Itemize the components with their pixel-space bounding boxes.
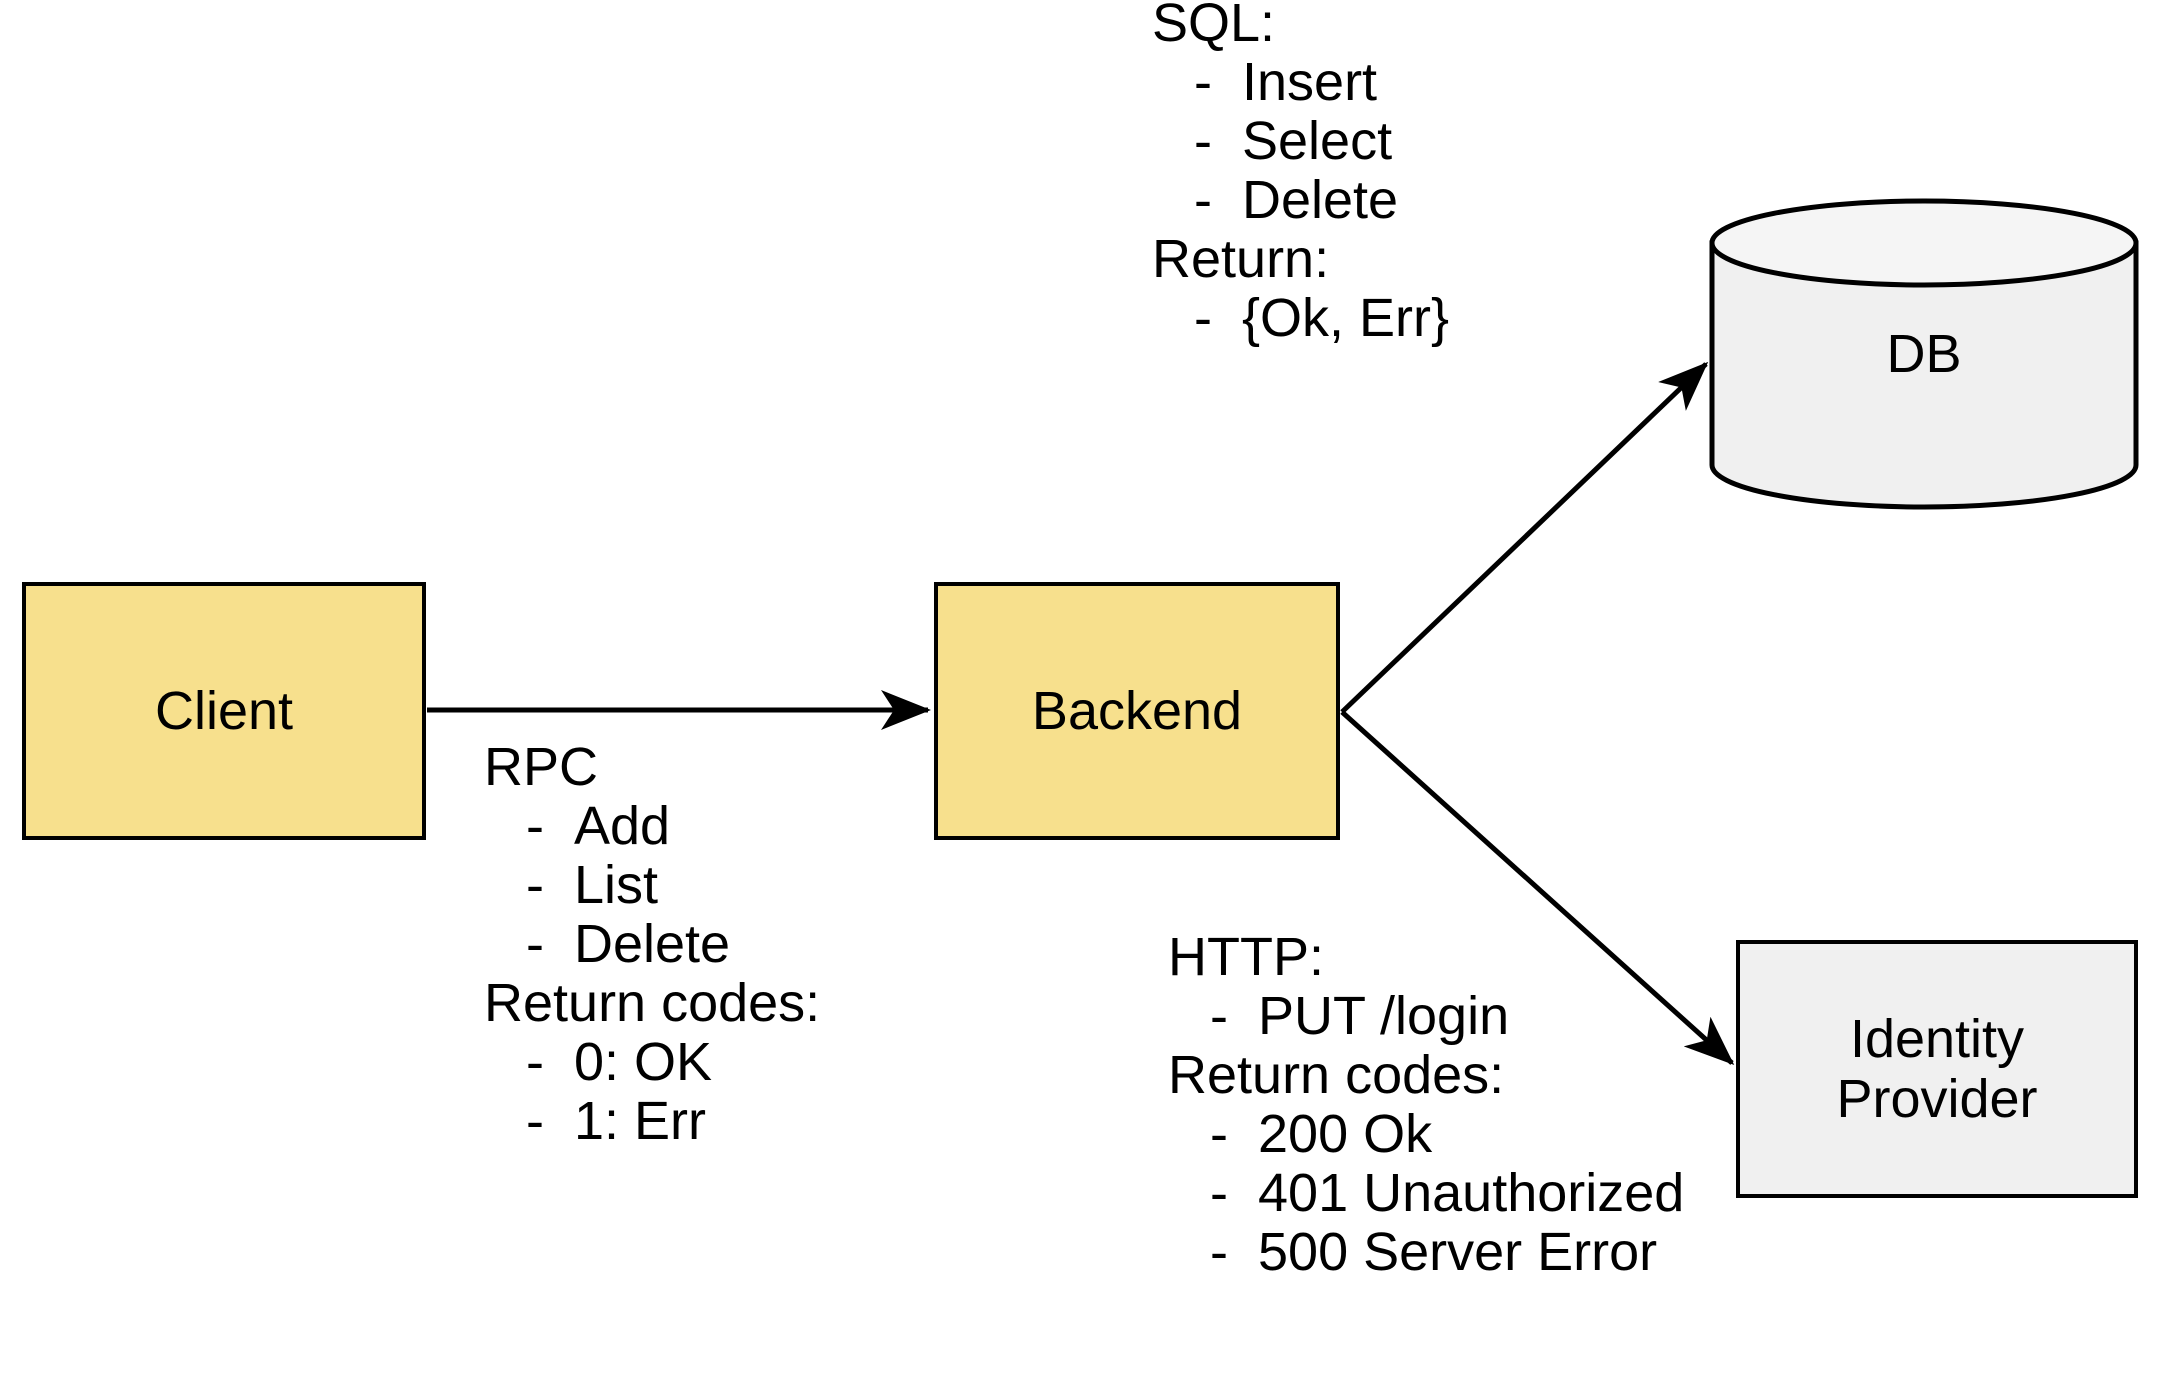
annotation-http-item-label: PUT /login	[1258, 986, 1510, 1047]
bullet-dash-icon: -	[1210, 1163, 1228, 1224]
node-client[interactable]: Client	[22, 582, 426, 840]
node-identity-provider[interactable]: Identity Provider	[1736, 940, 2138, 1198]
annotation-sql-item-label: Select	[1242, 111, 1393, 172]
bullet-dash-icon: -	[1194, 111, 1212, 172]
annotation-rpc-item-label: Add	[574, 796, 671, 857]
annotation-rpc-heading: RPC	[484, 737, 599, 797]
annotation-http-return-heading: Return codes:	[1168, 1045, 1505, 1106]
annotation-sql-item-label: Delete	[1242, 170, 1399, 231]
node-client-label: Client	[154, 680, 294, 741]
annotation-http-item: -PUT /login	[1168, 986, 1684, 1048]
annotation-sql-return-item: -{Ok, Err}	[1152, 291, 1449, 350]
annotation-rpc-return-heading: Return codes:	[484, 973, 821, 1034]
node-backend-label: Backend	[1031, 680, 1243, 741]
node-db[interactable]: DB	[1709, 198, 2139, 510]
annotation-rpc-item: -Add	[484, 796, 820, 858]
annotation-rpc-return-item-label: 1: Err	[574, 1091, 707, 1152]
node-identity-provider-label-line2: Provider	[1836, 1069, 2038, 1129]
node-db-label-wrap: DB	[1709, 198, 2139, 510]
annotation-http-return-item-label: 200 Ok	[1258, 1104, 1433, 1165]
annotation-rpc-item-label: Delete	[574, 914, 731, 975]
annotation-sql-heading: SQL:	[1152, 0, 1276, 53]
annotation-sql-item: -Delete	[1152, 173, 1449, 232]
annotation-rpc-item: -Delete	[484, 917, 820, 976]
database-cylinder-icon	[1709, 198, 2139, 510]
bullet-dash-icon: -	[526, 914, 544, 975]
annotation-http-return-item: -401 Unauthorized	[1168, 1166, 1684, 1225]
annotation-sql-return-item-label: {Ok, Err}	[1242, 288, 1450, 349]
annotation-http-heading: HTTP:	[1168, 927, 1324, 987]
annotation-sql-item: -Select	[1152, 114, 1449, 173]
bullet-dash-icon: -	[526, 1091, 544, 1152]
annotation-rpc-item: -List	[484, 858, 820, 917]
annotation-sql-item: -Insert	[1152, 52, 1449, 114]
annotation-rpc: RPC -Add -List -Delete Return codes: -0:…	[484, 737, 821, 1154]
bullet-dash-icon: -	[1210, 1104, 1228, 1165]
bullet-dash-icon: -	[526, 855, 544, 916]
node-identity-provider-label: Identity Provider	[1836, 1009, 2037, 1130]
node-db-label: DB	[1886, 324, 1962, 384]
annotation-rpc-return-item: -0: OK	[484, 1035, 820, 1094]
annotation-http-return-item-label: 500 Server Error	[1258, 1222, 1658, 1283]
bullet-dash-icon: -	[1194, 170, 1212, 231]
annotation-sql-item-label: Insert	[1242, 52, 1378, 113]
bullet-dash-icon: -	[1194, 52, 1212, 113]
bullet-dash-icon: -	[1210, 986, 1228, 1047]
bullet-dash-icon: -	[526, 796, 544, 857]
edge-backend-to-db	[1340, 361, 1709, 714]
node-backend[interactable]: Backend	[934, 582, 1340, 840]
node-identity-provider-label-line1: Identity	[1849, 1008, 2025, 1069]
annotation-rpc-return-item: -1: Err	[484, 1094, 820, 1153]
bullet-dash-icon: -	[1194, 288, 1212, 349]
annotation-http-return-item: -200 Ok	[1168, 1107, 1684, 1166]
annotation-rpc-item-label: List	[574, 855, 659, 916]
bullet-dash-icon: -	[526, 1032, 544, 1093]
annotation-http-return-item-label: 401 Unauthorized	[1258, 1163, 1685, 1224]
bullet-dash-icon: -	[1210, 1222, 1228, 1283]
annotation-sql-return-heading: Return:	[1152, 229, 1330, 290]
annotation-sql: SQL: -Insert -Select -Delete Return: -{O…	[1152, 0, 1449, 350]
annotation-rpc-return-item-label: 0: OK	[574, 1032, 713, 1093]
annotation-http-return-item: -500 Server Error	[1168, 1225, 1684, 1284]
annotation-http: HTTP: -PUT /login Return codes: -200 Ok …	[1168, 927, 1684, 1284]
